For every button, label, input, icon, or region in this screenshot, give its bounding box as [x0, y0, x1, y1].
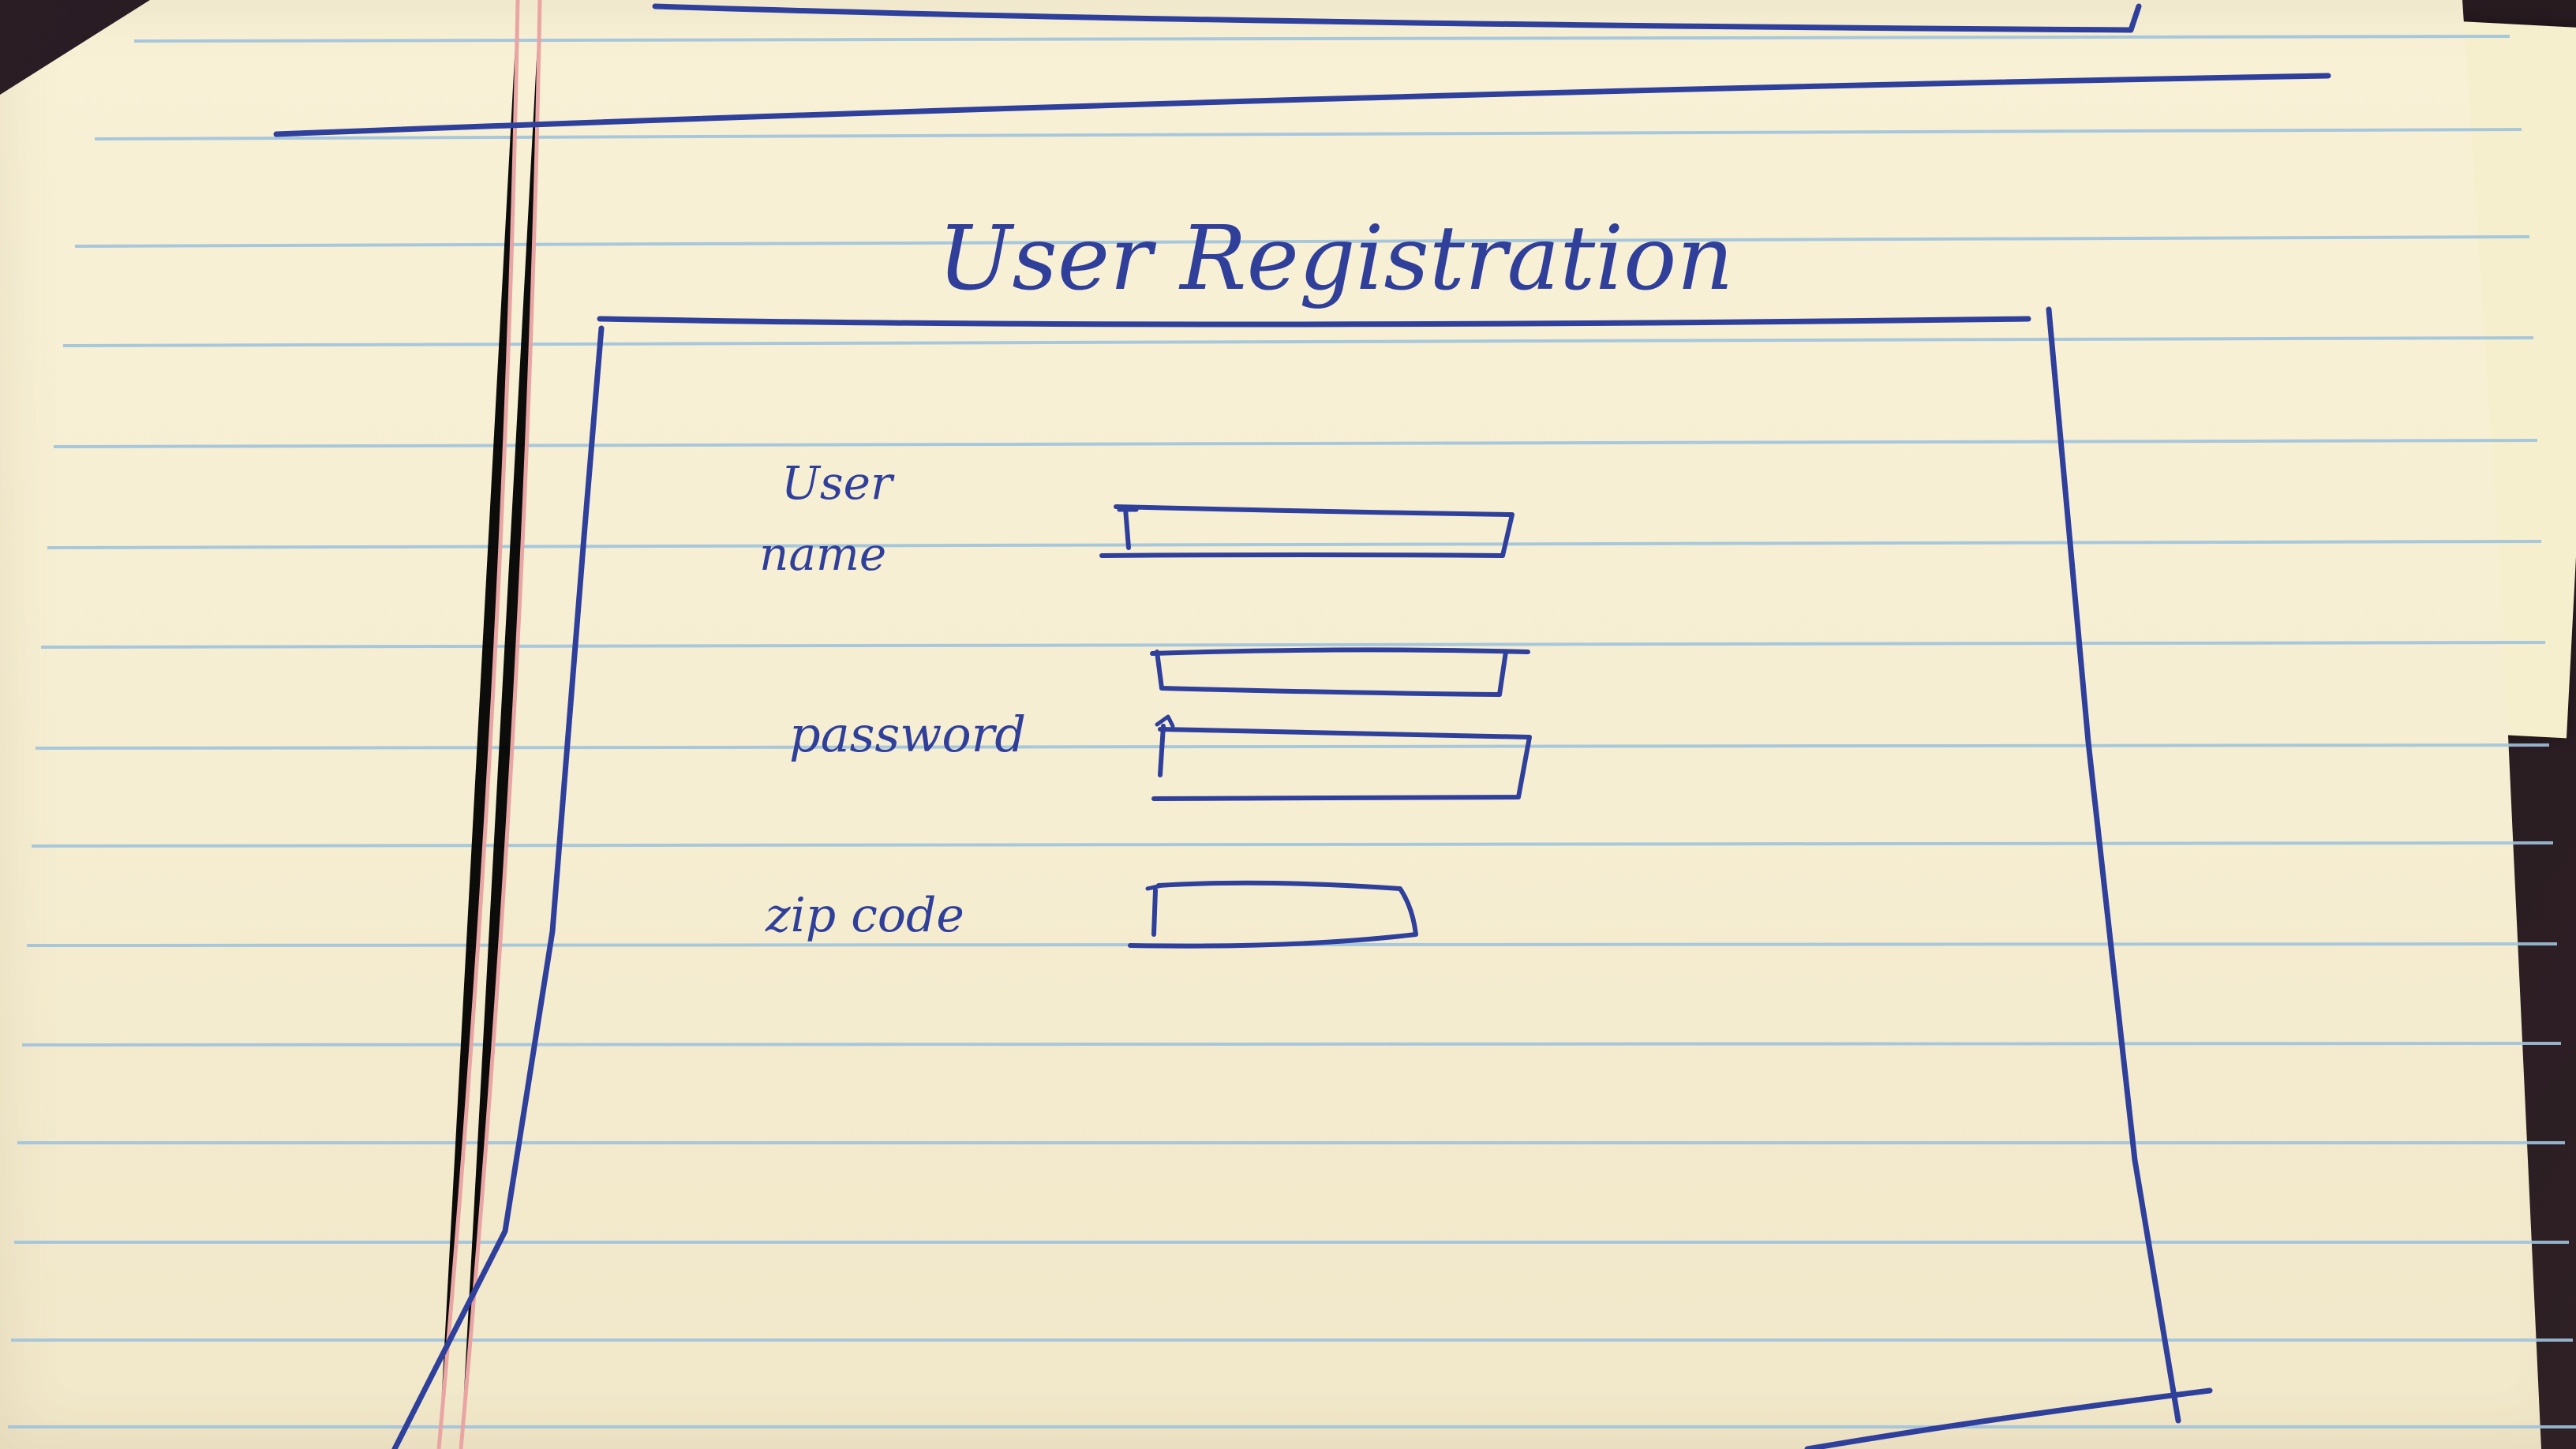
- zip-code-label: zip code: [765, 888, 964, 943]
- page-title: User Registration: [938, 208, 1734, 310]
- registration-form-frame: [391, 306, 2213, 1449]
- zip-code-input[interactable]: [1128, 880, 1418, 949]
- password-input[interactable]: [1150, 647, 1530, 697]
- password-label-text: password: [789, 706, 1026, 763]
- password-confirm-input[interactable]: [1151, 714, 1532, 801]
- ruled-lines: [8, 35, 2576, 1428]
- zip-code-label-text: zip code: [765, 888, 964, 943]
- user-name-label: User name: [759, 456, 895, 581]
- user-name-label-line-2: name: [759, 527, 886, 581]
- password-label: password: [789, 706, 1026, 763]
- user-name-label-line-1: User: [781, 456, 895, 510]
- previous-sketch-strokes: [273, 3, 2331, 137]
- user-name-input[interactable]: [1099, 504, 1515, 558]
- margin-lines: [436, 0, 542, 1449]
